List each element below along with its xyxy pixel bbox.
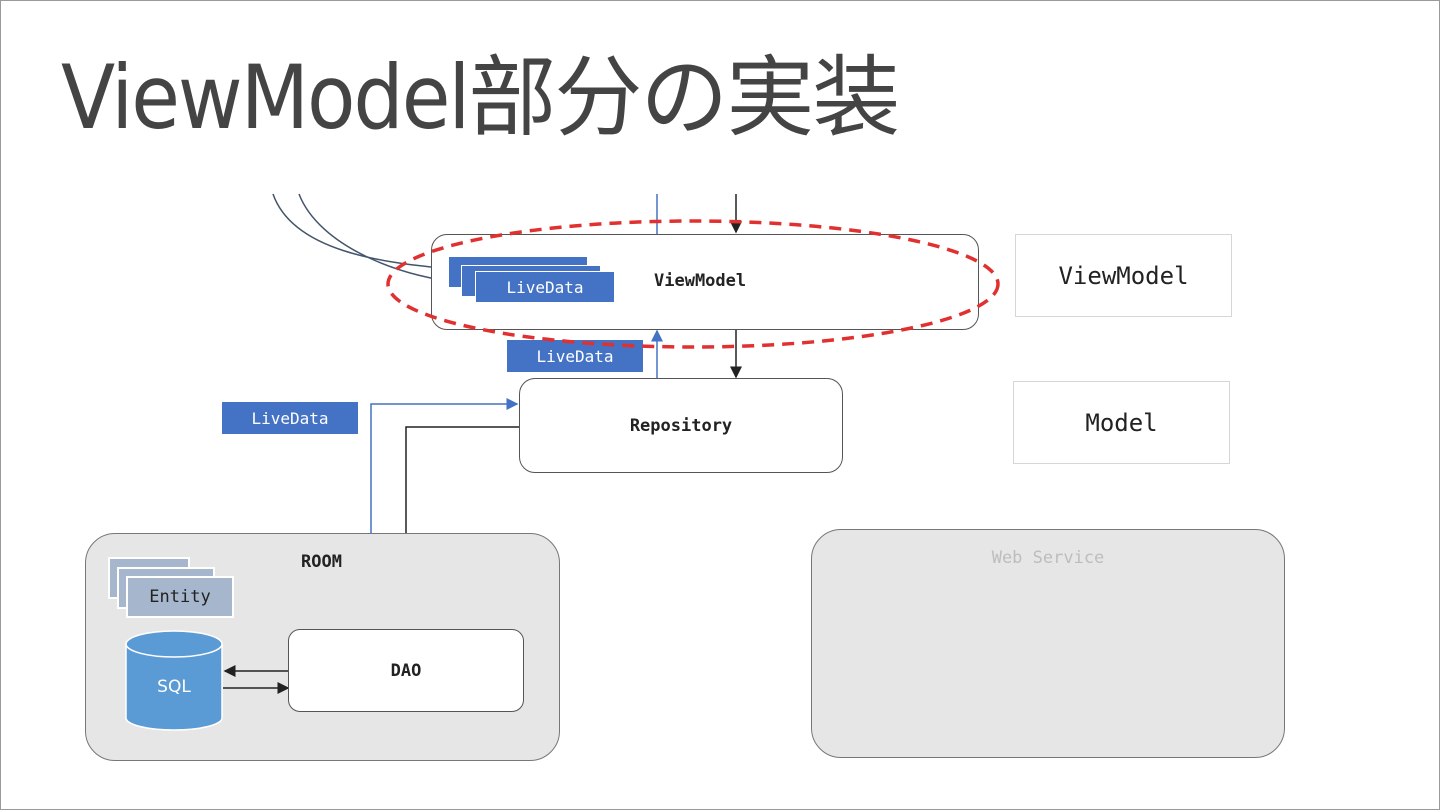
legend-model: Model <box>1013 381 1230 464</box>
legend-viewmodel: ViewModel <box>1015 234 1232 317</box>
dao-box: DAO <box>288 629 524 712</box>
repository-box: Repository <box>519 378 843 473</box>
entity-card: Entity <box>126 576 234 618</box>
livedata-viewmodel: LiveData <box>475 271 615 303</box>
livedata-room-to-repo: LiveData <box>222 402 358 434</box>
incoming-curve-1 <box>272 193 454 270</box>
slide-title: ViewModel部分の実装 <box>61 46 900 149</box>
webservice-panel <box>811 529 1285 758</box>
webservice-panel-label: Web Service <box>991 548 1105 568</box>
livedata-repo-to-vm: LiveData <box>507 340 643 372</box>
sql-label: SQL <box>157 677 191 697</box>
viewmodel-highlight-ellipse <box>386 219 1000 349</box>
room-panel-label: ROOM <box>301 552 342 572</box>
viewmodel-box-label: ViewModel <box>654 271 747 291</box>
